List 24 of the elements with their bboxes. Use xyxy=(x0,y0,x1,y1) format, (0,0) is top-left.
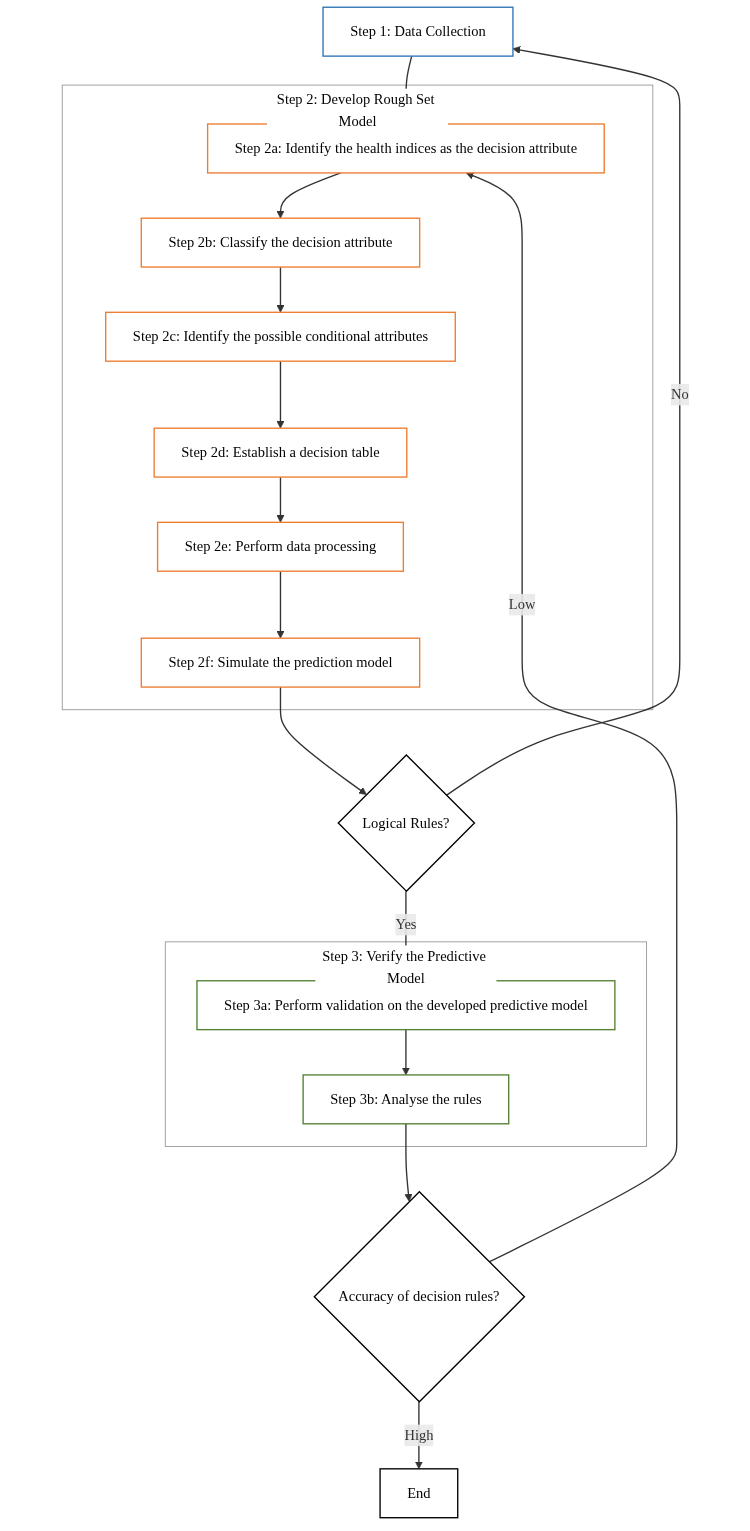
node-box: Step 2e: Perform data processing xyxy=(156,521,404,572)
node-box: Step 2c: Identify the possible conditional attributes xyxy=(104,311,456,362)
edge-label: High xyxy=(403,1427,433,1443)
node-box: Step 2f: Simulate the prediction model xyxy=(140,637,420,688)
arrow xyxy=(401,1028,410,1076)
edge-label: Low xyxy=(508,596,535,612)
node-box: Step 2d: Establish a decision table xyxy=(153,427,408,478)
edge-label: Yes xyxy=(394,916,417,932)
arrow xyxy=(404,1123,412,1202)
arrow xyxy=(276,476,284,523)
arrow xyxy=(276,172,341,219)
node-box: Step 2b: Classify the decision attribute xyxy=(140,217,420,268)
node-box: End xyxy=(378,1468,458,1519)
arrow xyxy=(279,686,367,795)
node-box: Step 3b: Analyse the rules xyxy=(302,1074,509,1125)
node-diamond: Accuracy of decision rules? xyxy=(312,1190,525,1403)
arrow xyxy=(276,570,284,639)
node-box: Step 1: Data Collection xyxy=(321,6,514,57)
arrow xyxy=(445,46,680,797)
arrow xyxy=(276,360,284,429)
edge-label: No xyxy=(670,386,689,402)
arrow xyxy=(465,171,677,1263)
arrow xyxy=(276,266,284,313)
node-diamond: Logical Rules? xyxy=(336,754,475,893)
